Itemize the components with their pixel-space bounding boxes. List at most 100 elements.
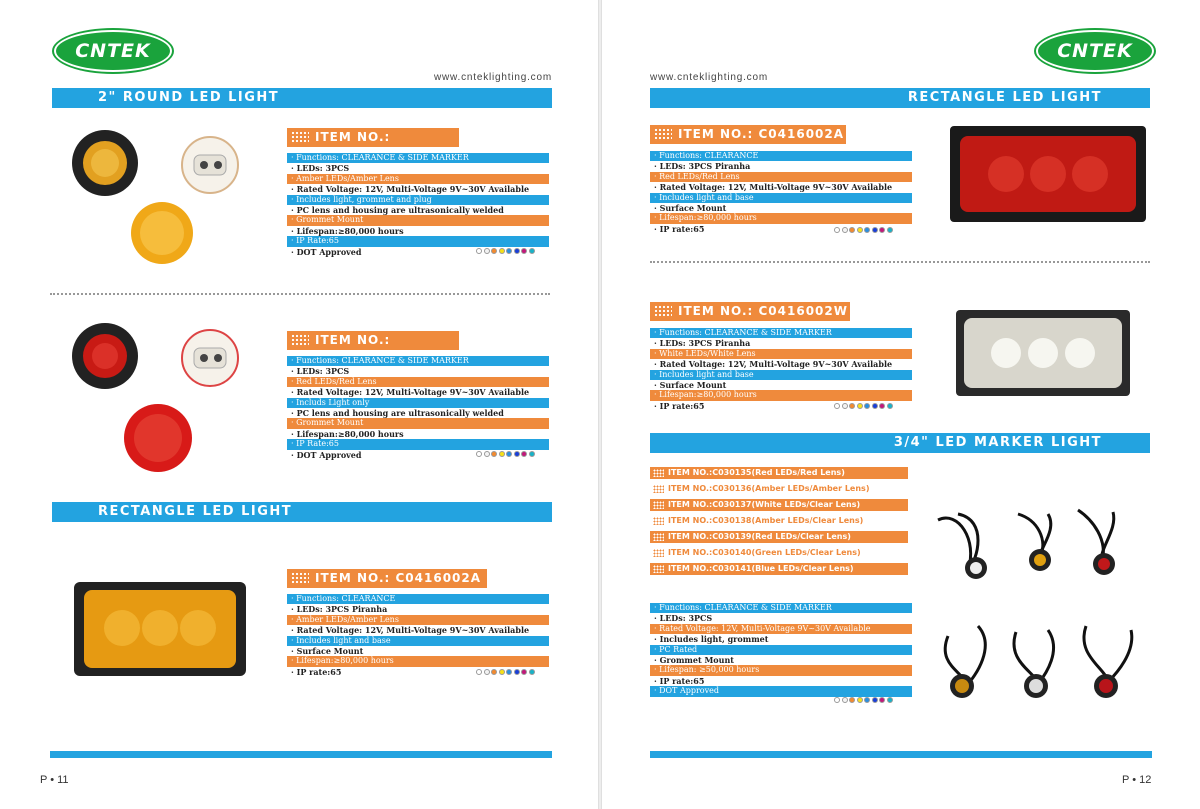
- spec-row: · Functions: CLEARANCE & SIDE MARKER: [287, 356, 549, 367]
- spec-row: · Includes light and base: [287, 635, 549, 646]
- color-swatch: [871, 227, 878, 233]
- color-swatches: [476, 248, 535, 254]
- color-swatch: [856, 403, 863, 409]
- section-header-rectangle: RECTANGLE LED LIGHT: [650, 88, 1150, 108]
- color-swatch: [871, 697, 878, 703]
- footer-bar: [50, 751, 552, 758]
- spec-row: · LEDs: 3PCS: [287, 163, 549, 174]
- divider: [50, 293, 550, 295]
- color-swatches: [476, 669, 535, 675]
- section-header-round: 2" ROUND LED LIGHT: [52, 88, 552, 108]
- color-swatch: [521, 669, 527, 675]
- color-swatch: [841, 403, 848, 409]
- spec-row: · LEDs: 3PCS Piranha: [650, 161, 912, 172]
- color-swatch: [513, 248, 520, 254]
- color-swatch: [841, 697, 848, 703]
- rectangle-white-light-image: [956, 310, 1130, 396]
- cntek-logo: CNTEK: [54, 30, 172, 72]
- marker-item-title: ITEM NO.:C030136(Amber LEDs/Amber Lens): [650, 483, 908, 495]
- spec-row: · Surface Mount: [287, 645, 549, 657]
- color-swatch: [513, 451, 520, 457]
- color-swatch: [521, 248, 527, 254]
- marker-item-title: ITEM NO.:C030139(Red LEDs/Clear Lens): [650, 531, 908, 543]
- color-swatch: [864, 227, 870, 233]
- color-swatch: [886, 697, 893, 703]
- spec-list-c030317: · Functions: CLEARANCE & SIDE MARKER· LE…: [287, 356, 549, 460]
- color-swatch: [498, 451, 505, 457]
- color-swatch: [886, 403, 893, 409]
- spec-row: · Functions: CLEARANCE & SIDE MARKER: [650, 603, 912, 614]
- spec-row: · IP Rate:65: [287, 236, 549, 247]
- spec-row: · Rated Voltage: 12V, Multi-Voltage 9V~3…: [650, 623, 912, 635]
- spec-row: · Red LEDs/Red Lens: [650, 171, 912, 183]
- spec-row: · Lifespan:≥80,000 hours: [650, 213, 912, 224]
- spec-row: · Grommet Mount: [650, 654, 912, 666]
- rectangle-amber-light-image: [74, 582, 246, 676]
- item-title-c0416002a: ITEM NO.: C0416002A: [650, 125, 846, 144]
- spec-row: · LEDs: 3PCS Piranha: [650, 338, 912, 349]
- color-swatch: [506, 669, 512, 675]
- spec-row: · Red LEDs/Red Lens: [287, 376, 549, 388]
- color-swatch: [864, 403, 870, 409]
- color-swatch: [864, 697, 870, 703]
- right-page: CNTEK www.cnteklighting.com RECTANGLE LE…: [602, 0, 1200, 809]
- item-title-c0416002a: ITEM NO.: C0416002A: [287, 569, 487, 588]
- spec-row: · Includes light and base: [650, 369, 912, 380]
- spec-row: · Includes light, grommet: [650, 634, 912, 645]
- spec-row: · IP rate:65: [650, 400, 912, 412]
- color-swatch: [834, 227, 840, 233]
- color-swatch: [841, 227, 848, 233]
- website-url: www.cnteklighting.com: [650, 72, 768, 83]
- spec-row: · Lifespan:≥80,000 hours: [287, 656, 549, 667]
- color-swatch: [879, 227, 885, 233]
- spec-row: · Lifespan: ≥50,000 hours: [650, 665, 912, 676]
- color-swatch: [483, 451, 490, 457]
- item-title-c030317: ITEM NO.: C030317: [287, 331, 459, 366]
- color-swatch: [491, 451, 497, 457]
- color-swatch: [856, 227, 863, 233]
- color-swatch: [879, 697, 885, 703]
- color-swatch: [834, 697, 840, 703]
- round-red-light-image: [72, 323, 239, 472]
- color-swatch: [849, 697, 855, 703]
- item-title-c030316: ITEM NO.: C030316: [287, 128, 459, 163]
- divider: [650, 261, 1150, 263]
- spec-row: · LEDs: 3PCS: [650, 613, 912, 624]
- spec-row: · Rated Voltage: 12V, Multi-Voltage 9V~3…: [287, 387, 549, 398]
- spec-row: · Lifespan:≥80,000 hours: [287, 428, 549, 440]
- spec-row: · IP rate:65: [287, 666, 549, 678]
- spec-row: · Functions: CLEARANCE: [287, 594, 549, 605]
- color-swatch: [506, 451, 512, 457]
- spec-row: · Includes light and base: [650, 192, 912, 203]
- spec-row: · PC lens and housing are ultrasonically…: [287, 204, 549, 216]
- spec-row: · DOT Approved: [287, 246, 549, 257]
- section-header-marker: 3/4" LED MARKER LIGHT: [650, 433, 1150, 453]
- spec-row: · Functions: CLEARANCE: [650, 151, 912, 162]
- spec-row: · Amber LEDs/Amber Lens: [287, 173, 549, 185]
- page-number: P • 12: [1122, 774, 1152, 786]
- spec-row: · Surface Mount: [650, 379, 912, 391]
- spec-row: · PC Rated: [650, 644, 912, 655]
- spec-row: · DOT Approved: [287, 449, 549, 460]
- website-url: www.cnteklighting.com: [434, 72, 552, 83]
- marker-item-title: ITEM NO.:C030137(White LEDs/Clear Lens): [650, 499, 908, 511]
- spec-row: · DOT Approved: [650, 686, 912, 697]
- color-swatches: [476, 451, 535, 457]
- marker-item-title: ITEM NO.:C030135(Red LEDs/Red Lens): [650, 467, 908, 479]
- color-swatches: [834, 697, 893, 703]
- rectangle-red-light-image: [950, 126, 1146, 222]
- color-swatch: [879, 403, 885, 409]
- color-swatch: [849, 403, 855, 409]
- spec-row: · Lifespan:≥80,000 hours: [650, 390, 912, 401]
- spec-row: · Grommet Mount: [287, 215, 549, 226]
- color-swatch: [856, 697, 863, 703]
- color-swatch: [506, 248, 512, 254]
- marker-item-title: ITEM NO.:C030140(Green LEDs/Clear Lens): [650, 547, 908, 559]
- spec-list-marker: · Functions: CLEARANCE & SIDE MARKER· LE…: [650, 603, 912, 697]
- spec-row: · Amber LEDs/Amber Lens: [287, 614, 549, 626]
- section-header-rectangle: RECTANGLE LED LIGHT: [52, 502, 552, 522]
- color-swatch: [528, 669, 535, 675]
- spec-list-c0416002a: · Functions: CLEARANCE· LEDs: 3PCS Piran…: [287, 594, 549, 678]
- spec-row: · Includes light, grommet and plug: [287, 194, 549, 205]
- spec-row: · IP Rate:65: [287, 439, 549, 450]
